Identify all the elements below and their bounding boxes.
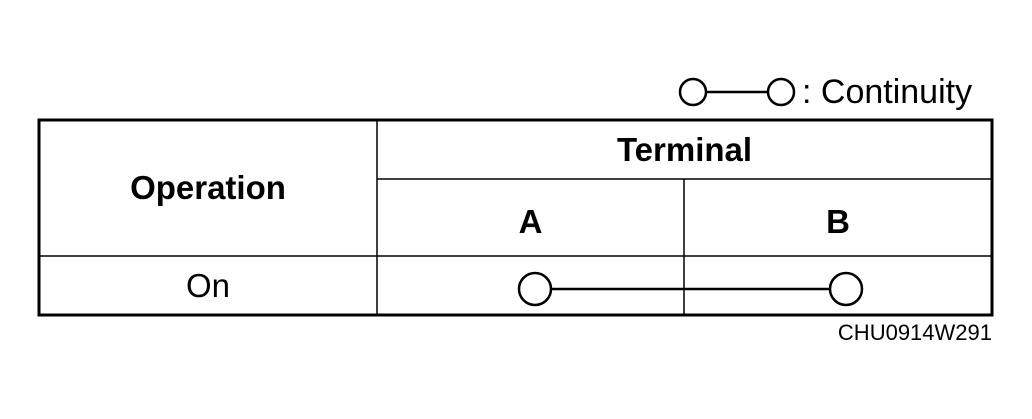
table-outer-border [37, 118, 994, 317]
figure-code: CHU0914W291 [837, 320, 992, 345]
continuity-symbol-icon [678, 77, 796, 107]
terminal-b-connection-icon [828, 271, 864, 307]
legend-label: : Continuity [802, 73, 973, 111]
continuity-legend: : Continuity [676, 72, 972, 112]
terminal-b-header: B [826, 202, 850, 240]
terminal-header: Terminal [616, 130, 753, 168]
operation-on-cell: On [185, 266, 231, 304]
terminal-a-header: A [518, 202, 543, 240]
terminal-a-connection-icon [517, 271, 553, 307]
operation-header: Operation [130, 169, 286, 206]
